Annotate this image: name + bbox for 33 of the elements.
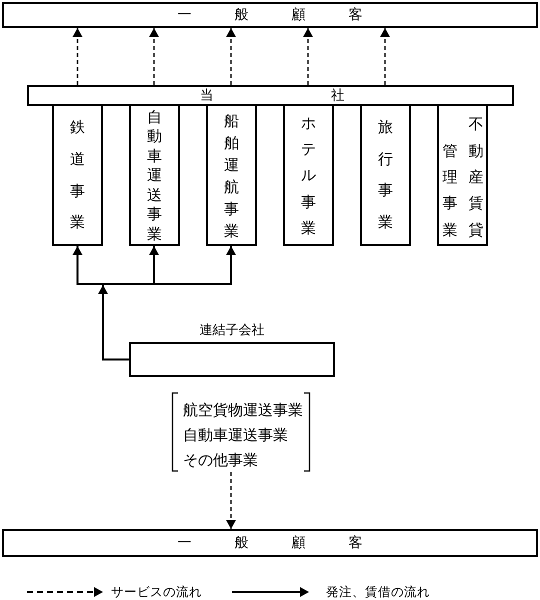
- business-label: 船舶運航事業: [223, 111, 240, 242]
- company-bar: [27, 85, 514, 106]
- business-label: ホテル事業: [300, 112, 317, 239]
- business-label: 旅行事業: [377, 117, 394, 233]
- business-box: [52, 104, 103, 246]
- business-label: 管理事業: [442, 140, 458, 241]
- business-box: [129, 104, 180, 246]
- business-label: 自動車運送事業: [146, 108, 163, 244]
- arrow: [226, 472, 236, 529]
- arrow: [149, 28, 159, 85]
- list-item-text: 航空貨物運送事業: [183, 400, 303, 420]
- list-item-text: 自動車運送事業: [183, 424, 288, 446]
- box-label: 一般顧客: [178, 536, 362, 550]
- business-label: 不動産賃貸: [468, 114, 484, 241]
- box-label: 当: [200, 88, 214, 102]
- business-box: [206, 104, 257, 246]
- business-box: [283, 104, 334, 246]
- box-label: 社: [331, 88, 345, 102]
- legend-label: 発注、賃借の流れ: [326, 586, 430, 598]
- heading-label: 連結子会社: [200, 324, 264, 337]
- business-box: [360, 104, 411, 246]
- customer-box: [2, 529, 538, 557]
- arrow: [303, 28, 313, 85]
- business-label: 鉄道事業: [69, 117, 86, 234]
- business-box: [437, 104, 488, 246]
- arrow: [226, 28, 236, 85]
- list-item-text: その他事業: [183, 450, 258, 470]
- arrow: [98, 285, 108, 298]
- box-label: 一般顧客: [178, 8, 362, 22]
- arrow: [380, 28, 390, 85]
- customer-box: [2, 2, 538, 28]
- arrow: [72, 28, 82, 85]
- legend-label: サービスの流れ: [111, 586, 202, 598]
